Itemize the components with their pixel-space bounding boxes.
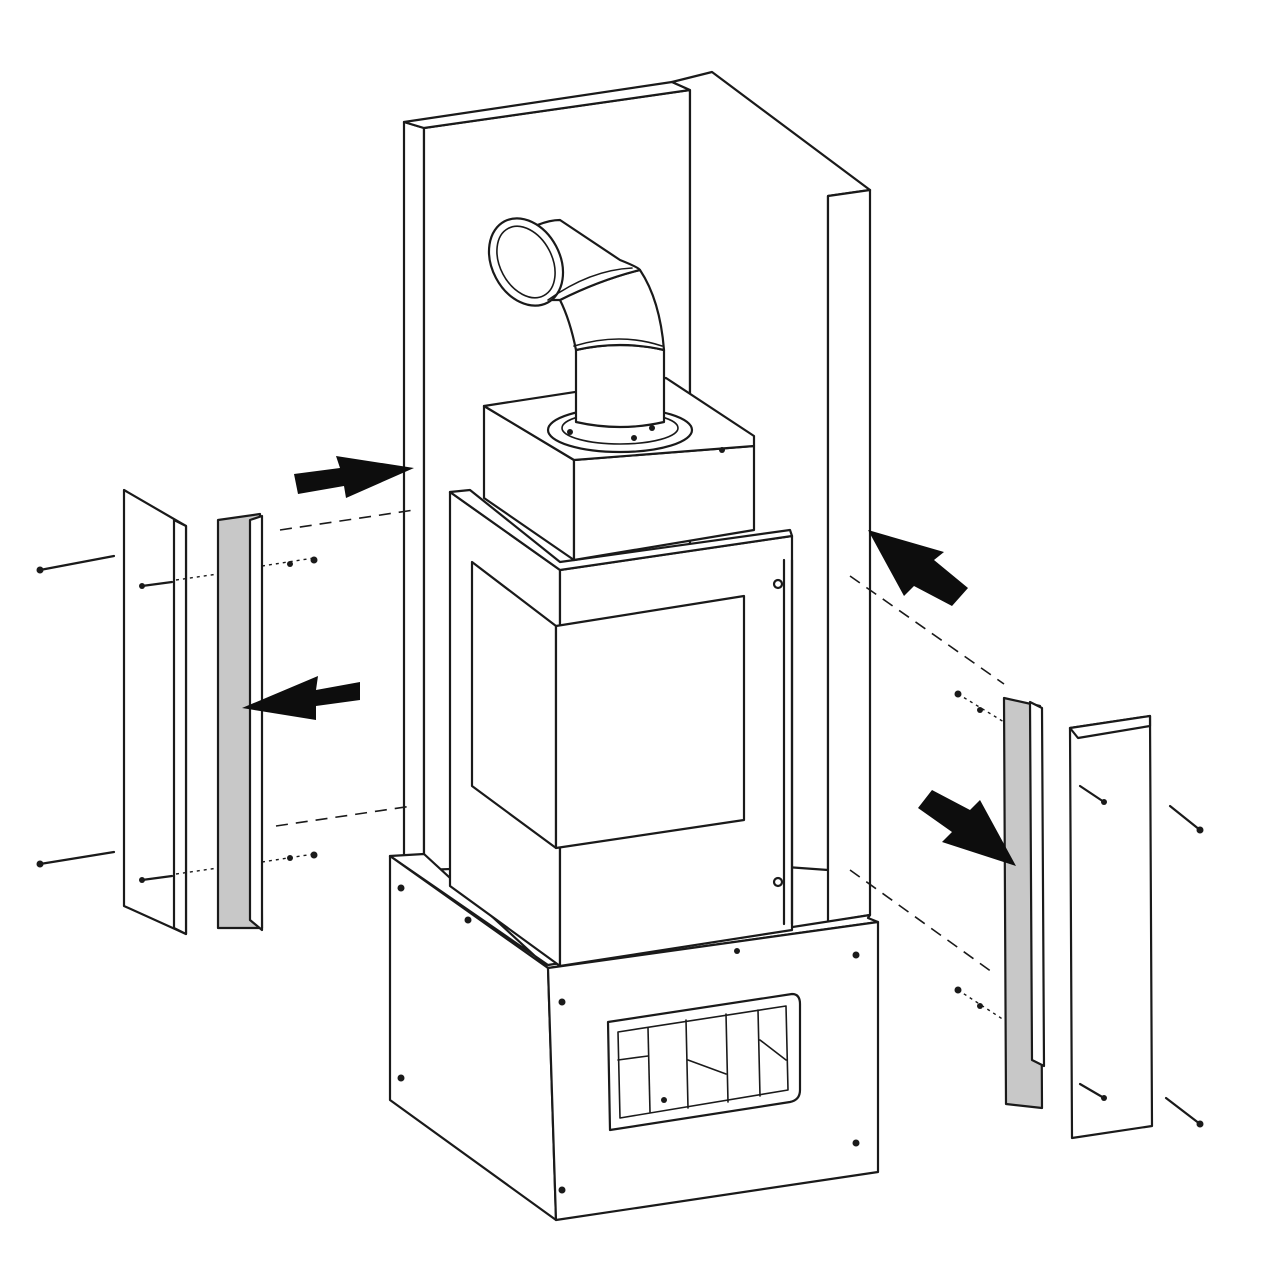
arrow-icon xyxy=(918,790,1016,866)
screw-icon xyxy=(140,874,174,882)
screw-hole xyxy=(397,884,405,892)
screw-hole xyxy=(397,1074,405,1082)
screw-hole xyxy=(558,1186,566,1194)
screw-icon xyxy=(1078,1082,1106,1100)
screw-icon xyxy=(38,850,116,866)
hinge xyxy=(772,578,784,590)
screw-icon xyxy=(38,554,116,572)
screw-icon xyxy=(1164,1096,1202,1126)
screw-icon xyxy=(1168,804,1202,832)
stove-top xyxy=(448,488,794,572)
bolt xyxy=(631,435,637,441)
stove-door-glass xyxy=(554,594,746,850)
screw-hole xyxy=(852,951,860,959)
screw-hole xyxy=(464,916,472,924)
pipe-opening xyxy=(487,217,565,307)
stove xyxy=(448,488,794,968)
right-trim-set xyxy=(954,690,1204,1140)
screw-hole xyxy=(852,1139,860,1147)
screw-hole xyxy=(558,998,566,1006)
guide-lines xyxy=(275,509,1005,973)
left-wall-edge xyxy=(402,120,426,870)
pipe-vertical xyxy=(574,343,666,429)
bolt xyxy=(649,425,655,431)
screw-icon xyxy=(1078,784,1106,804)
right-cover-board xyxy=(1068,714,1154,1140)
hinge xyxy=(772,876,784,888)
screw-icon xyxy=(140,580,174,588)
bolt xyxy=(719,447,725,453)
arrow-icon xyxy=(868,530,968,606)
arrow-icon xyxy=(242,676,360,720)
arrow-icon xyxy=(294,456,414,498)
door-handle xyxy=(782,558,794,926)
right-wall-edge xyxy=(826,188,872,924)
screw-hole xyxy=(734,948,740,954)
screw-hole xyxy=(661,1097,667,1103)
bolt xyxy=(567,429,573,435)
left-trim-set xyxy=(36,488,318,936)
flue-pipe xyxy=(487,217,666,429)
direction-arrows xyxy=(242,456,1016,866)
